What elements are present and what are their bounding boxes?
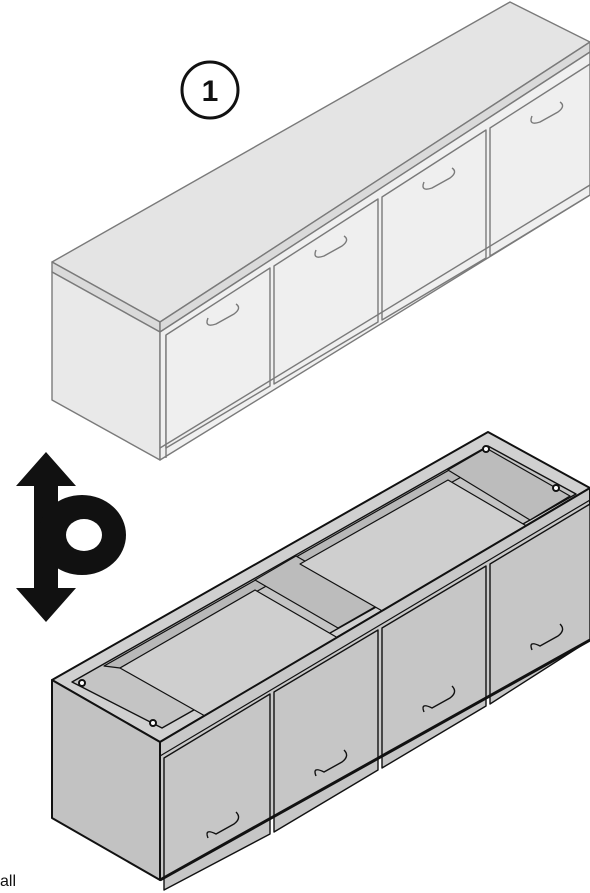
door-1 [163,693,271,891]
step-number: 1 [202,75,219,108]
door-handle [314,235,348,258]
door-handle [530,101,564,124]
door-1 [165,267,271,449]
door-handle [530,623,564,651]
door-handle [422,685,456,713]
door-3 [381,129,487,321]
step-number-badge: 1 [180,60,240,120]
assembled-cabinet [51,1,590,461]
door-handle [206,303,240,326]
door-handle [314,749,348,777]
door-3 [381,565,487,769]
door-2 [273,198,379,385]
caption-text: all [0,873,17,890]
door-handle [206,811,240,839]
door-2 [273,629,379,833]
flip-over-icon [16,452,126,622]
cavity-divider [447,447,571,521]
door-4 [489,63,590,257]
door-handle [422,167,456,190]
flipped-cabinet [51,431,590,891]
cabinet-front-edge [159,41,590,333]
